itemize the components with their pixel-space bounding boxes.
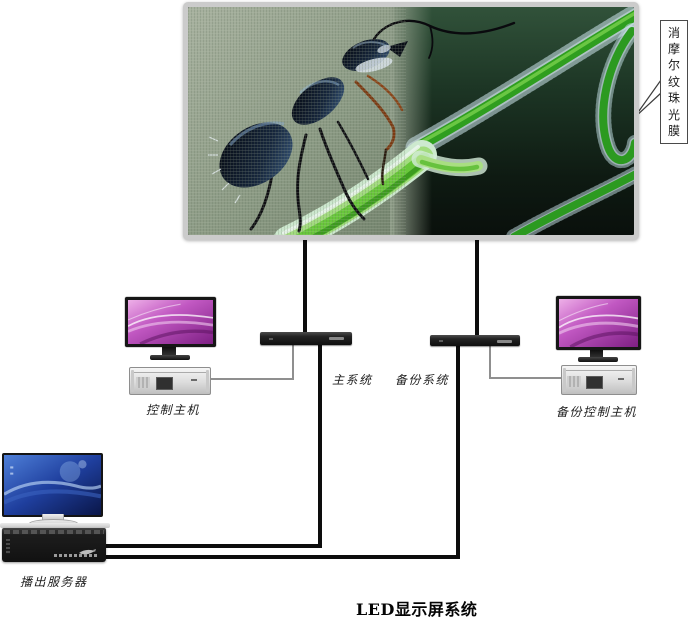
control-host-monitor xyxy=(125,297,216,347)
cable-backup-processor-to-backup-host xyxy=(489,343,562,379)
anti-moire-callout-label: 消摩尔纹珠光膜 xyxy=(667,25,680,139)
server-vent xyxy=(567,375,582,387)
monitor-stand-base xyxy=(150,355,190,360)
media-box-spec-text xyxy=(54,554,98,557)
diagram-title: LED显示屏系统 xyxy=(356,600,478,619)
plant-stems xyxy=(403,7,634,235)
backup-control-host-workstation xyxy=(556,296,641,362)
label-backup-control-host: 备份控制主机 xyxy=(556,405,638,419)
label-broadcast-server: 播出服务器 xyxy=(20,575,88,589)
backup-control-host-monitor xyxy=(556,296,641,350)
processor-display-panel xyxy=(496,339,512,343)
control-host-workstation xyxy=(125,297,216,361)
brand-swoosh-icon xyxy=(78,541,97,555)
cable-backup-processor-to-broadcast-server xyxy=(106,343,460,559)
anti-moire-callout: 消摩尔纹珠光膜 xyxy=(660,20,688,144)
purple-wallpaper xyxy=(128,300,213,344)
blue-wallpaper xyxy=(4,455,101,515)
broadcast-server-monitor xyxy=(2,453,103,517)
server-drive-bay xyxy=(156,377,174,391)
server-vent xyxy=(135,377,150,389)
server-led xyxy=(618,377,625,380)
led-display-screen xyxy=(183,2,639,240)
server-drive-bay xyxy=(586,376,604,390)
cable-control-host-to-main-processor xyxy=(206,344,294,380)
broadcast-server-media-box xyxy=(2,528,106,562)
purple-wallpaper xyxy=(559,299,638,347)
main-video-processor xyxy=(260,332,352,345)
processor-display-panel xyxy=(328,337,344,341)
led-screen-image xyxy=(188,7,634,235)
monitor-stand-base xyxy=(578,357,618,362)
processor-button xyxy=(439,339,443,342)
moire-overlay xyxy=(188,7,406,235)
shelf xyxy=(0,523,110,528)
label-main-system: 主系统 xyxy=(332,373,373,387)
processor-button xyxy=(269,337,274,340)
backup-video-processor xyxy=(430,335,520,346)
control-host-server xyxy=(129,367,211,395)
cable-main-processor-to-broadcast-server xyxy=(106,343,322,548)
media-box-vent xyxy=(6,539,10,554)
monitor-stand-neck xyxy=(590,350,603,358)
backup-control-host-server xyxy=(561,365,637,395)
label-backup-system: 备份系统 xyxy=(395,373,450,387)
monitor-stand-neck xyxy=(162,347,176,356)
label-control-host: 控制主机 xyxy=(146,403,201,417)
server-led xyxy=(191,378,198,381)
